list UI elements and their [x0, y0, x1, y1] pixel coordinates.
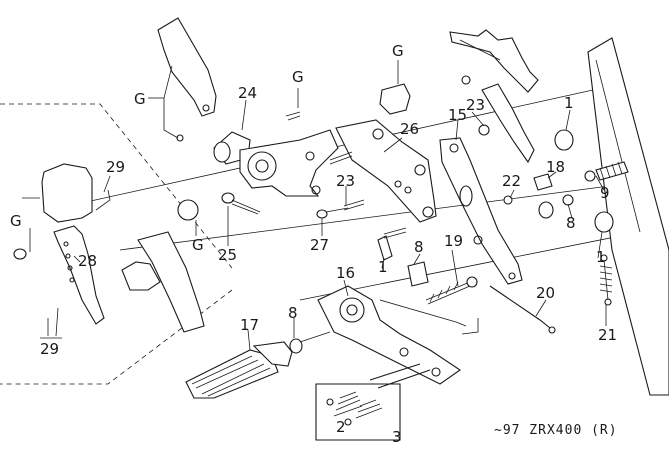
rubber-caps-g [13, 83, 411, 260]
part-17-pedal-rubber [185, 341, 293, 399]
part-21-return-spring [599, 254, 613, 306]
label-27: 27 [310, 236, 329, 254]
part-19-bolt [425, 276, 478, 305]
frame-rail-right [587, 37, 669, 396]
part-15-link-arm [439, 137, 523, 285]
label-19: 19 [444, 232, 463, 250]
label-1: 1 [596, 248, 606, 266]
label-24: 24 [238, 84, 257, 102]
label-3: 3 [392, 428, 402, 446]
label-2: 2 [336, 418, 346, 436]
part-16-brake-pedal [317, 285, 467, 385]
label-23: 23 [466, 96, 485, 114]
part-9-spring-bolt [584, 161, 629, 182]
label-17: 17 [240, 316, 259, 334]
frame-arm-top [481, 83, 535, 164]
label-g: G [292, 68, 304, 86]
top-bracket-g [157, 17, 217, 142]
leader-lines [22, 60, 607, 351]
label-18: 18 [546, 158, 565, 176]
model-label: ~97 ZRX400 (R) [494, 423, 618, 438]
label-g: G [10, 212, 22, 230]
label-25: 25 [218, 246, 237, 264]
label-26: 26 [400, 120, 419, 138]
callout-labels: 1 1 1 2 3 8 8 8 9 15 16 17 18 19 20 21 2… [10, 42, 617, 446]
label-29: 29 [40, 340, 59, 358]
label-9: 9 [600, 184, 610, 202]
label-29: 29 [106, 158, 125, 176]
part-28-footrest [41, 163, 161, 325]
part-26-bracket-plate [335, 119, 437, 223]
part-1-collars [377, 129, 614, 261]
label-g: G [134, 90, 146, 108]
label-23: 23 [336, 172, 355, 190]
parts-2-3-spring-pins [315, 363, 431, 441]
label-22: 22 [502, 172, 521, 190]
label-8: 8 [566, 214, 576, 232]
part-20-rod [489, 285, 556, 334]
label-g: G [392, 42, 404, 60]
label-21: 21 [598, 326, 617, 344]
label-28: 28 [78, 252, 97, 270]
upper-bracket [449, 29, 539, 93]
label-1: 1 [378, 258, 388, 276]
label-8: 8 [288, 304, 298, 322]
part-8-bushings [289, 194, 574, 354]
small-bolts [221, 75, 513, 239]
footrest-bracket [239, 129, 339, 197]
label-15: 15 [448, 106, 467, 124]
label-8: 8 [414, 238, 424, 256]
left-rail [137, 231, 205, 333]
label-1: 1 [564, 94, 574, 112]
label-16: 16 [336, 264, 355, 282]
part-18-clamp [533, 173, 554, 219]
label-20: 20 [536, 284, 555, 302]
label-g: G [192, 236, 204, 254]
frame-outline [0, 103, 233, 385]
